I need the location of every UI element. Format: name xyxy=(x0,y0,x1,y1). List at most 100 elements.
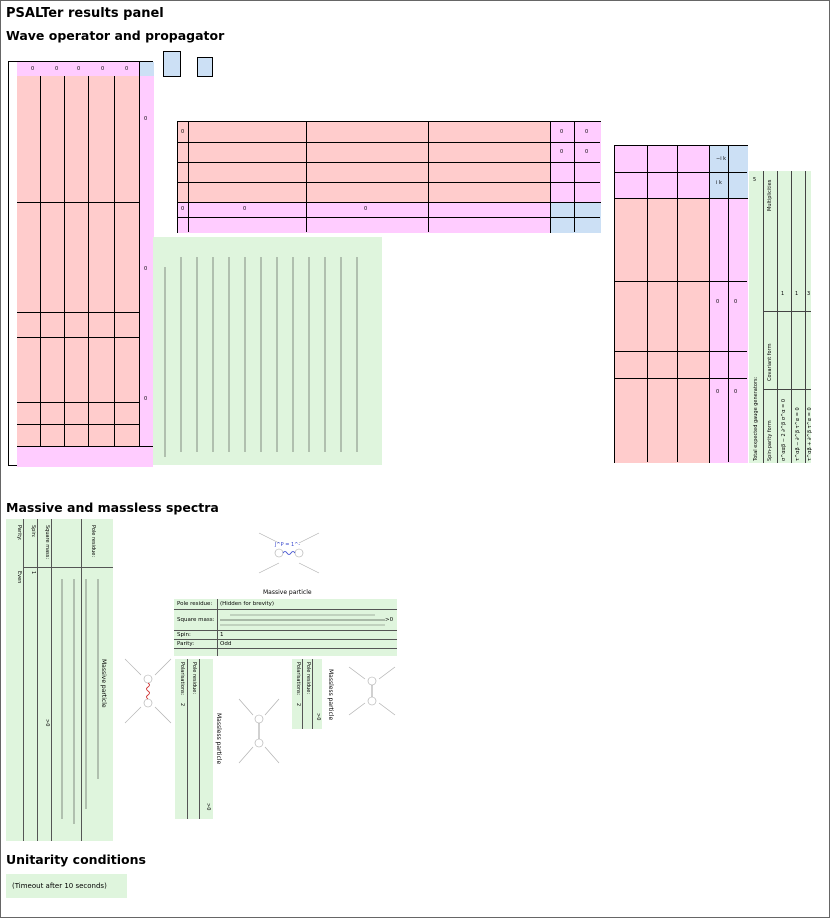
grid-line xyxy=(312,659,313,729)
grid-line xyxy=(763,171,764,463)
massive-particle-1-table: Pole residue: (Hidden for brevity) Squar… xyxy=(174,599,397,656)
cell-zero: 0 xyxy=(55,66,59,72)
unitarity-timeout-text: (Timeout after 10 seconds) xyxy=(12,882,107,890)
grid-line xyxy=(174,609,397,610)
lagrangian-lines xyxy=(164,257,358,457)
row3-form: τ^αβ + ∂^β τ^α = 0 xyxy=(807,407,813,461)
grid-line xyxy=(217,599,218,656)
ml2-pol-value: 2 xyxy=(295,703,301,707)
pole-residue-expression xyxy=(61,579,99,824)
massive-particle-1-diagram: J^P = 1^- xyxy=(258,532,320,574)
cell-zero: 0 xyxy=(181,129,185,135)
section-unitarity-title: Unitarity conditions xyxy=(6,852,146,867)
right-matrix: −i k i k 0 0 0 0 xyxy=(614,145,748,463)
grid-line xyxy=(23,567,113,568)
header-spin-parity: Spin-parity form xyxy=(767,420,773,461)
grid-line xyxy=(37,519,38,841)
grid-line xyxy=(647,146,648,462)
propagator-matrix: 0 0 0 0 0 0 0 0 xyxy=(177,121,601,233)
cell-zero: 0 xyxy=(585,129,589,135)
ml2-pole-label: Pole residue: xyxy=(305,662,311,695)
cell-zero: 0 xyxy=(560,149,564,155)
grid-line xyxy=(174,639,397,640)
ml2-residue-value: >0 xyxy=(315,713,321,721)
gauge-generator-table: Total expected gauge generators: Spin-pa… xyxy=(749,171,813,463)
grid-line xyxy=(763,389,811,390)
m1-pole-value: (Hidden for brevity) xyxy=(220,601,275,607)
row1-multiplicity: 1 xyxy=(781,291,785,297)
grid-line xyxy=(615,378,747,379)
grid-line xyxy=(178,142,600,143)
blue-box xyxy=(163,51,181,77)
total-generators-label: Total expected gauge generators: xyxy=(753,376,759,461)
cell-zero: 0 xyxy=(243,206,247,212)
grid-line xyxy=(40,76,41,446)
matrix-bottom-row xyxy=(17,446,153,467)
grid-line xyxy=(306,122,307,232)
cell-zero: 0 xyxy=(31,66,35,72)
grid-line xyxy=(64,76,65,446)
grid-line xyxy=(174,648,397,649)
section-spectra-title: Massive and massless spectra xyxy=(6,500,219,515)
grid-line xyxy=(51,519,52,841)
grid-line xyxy=(178,162,600,163)
spin-value: 1 xyxy=(30,571,36,575)
matrix-pink-body xyxy=(17,76,139,446)
grid-line xyxy=(615,281,747,282)
massless-particle-2-block: Polarisations: Pole residue: 2 >0 xyxy=(292,659,322,729)
cell-zero: 0 xyxy=(181,206,185,212)
massless-particle-2-caption: Massless particle xyxy=(327,669,334,721)
massless-particle-2-diagram xyxy=(348,666,396,716)
massless-particle-1-block: Polarisations: Pole residue: 2 >0 xyxy=(175,659,213,819)
cell-zero: 0 xyxy=(144,396,148,402)
grid-line xyxy=(114,76,115,446)
grid-line xyxy=(17,337,139,338)
grid-line xyxy=(187,659,188,819)
massive-particle-2-diagram xyxy=(124,658,172,724)
grid-line xyxy=(302,659,303,729)
blue-label: i k xyxy=(716,180,722,186)
grid-line xyxy=(23,519,24,841)
massive-particle-2-block: Parity: Spin: Square mass: Pole residue:… xyxy=(6,519,113,841)
cell-zero: 0 xyxy=(125,66,129,72)
grid-line xyxy=(791,171,792,463)
unitarity-box: (Timeout after 10 seconds) xyxy=(6,874,127,898)
cell-zero: 0 xyxy=(77,66,81,72)
grid-line xyxy=(199,659,200,819)
grid-line xyxy=(17,402,139,403)
grid-line xyxy=(763,311,811,312)
grid-line xyxy=(17,312,139,313)
cell-zero: 0 xyxy=(101,66,105,72)
massless-particle-1-diagram xyxy=(238,698,280,764)
m1-mass-expression xyxy=(220,614,385,626)
grid-line xyxy=(677,146,678,462)
massive-particle-1-caption: Massive particle xyxy=(263,589,312,596)
grid-line xyxy=(574,122,575,232)
row3-multiplicity: 3 xyxy=(807,291,811,297)
right-pink-block xyxy=(615,198,709,463)
cell-zero: 0 xyxy=(734,389,738,395)
header-covariant: Covariant form xyxy=(767,343,773,381)
row2-multiplicity: 1 xyxy=(795,291,799,297)
m1-mass-label: Square mass: xyxy=(177,617,215,623)
ml1-pol-value: 2 xyxy=(179,703,185,707)
m1-spin-value: 1 xyxy=(220,632,224,638)
ml2-pol-label: Polarisations: xyxy=(295,662,301,696)
cell-zero: 0 xyxy=(585,149,589,155)
matrix-right-column: 0 0 0 xyxy=(139,76,154,446)
grid-line xyxy=(81,519,82,841)
square-mass-label: Square mass: xyxy=(44,525,50,560)
ml1-pol-label: Polarisations: xyxy=(179,662,185,696)
grid-line xyxy=(728,146,729,462)
grid-line xyxy=(88,76,89,446)
m1-spin-label: Spin: xyxy=(177,632,191,638)
cell-zero: 0 xyxy=(716,299,720,305)
massless-particle-1-caption: Massless particle xyxy=(215,713,222,765)
grid-line xyxy=(805,171,806,463)
row2-form: τ^αβ − ∂^β τ^α = 0 xyxy=(795,407,801,461)
grid-line xyxy=(777,171,778,463)
lagrangian-block xyxy=(153,237,382,465)
parity-value: Even xyxy=(16,571,22,584)
grid-line xyxy=(17,424,139,425)
